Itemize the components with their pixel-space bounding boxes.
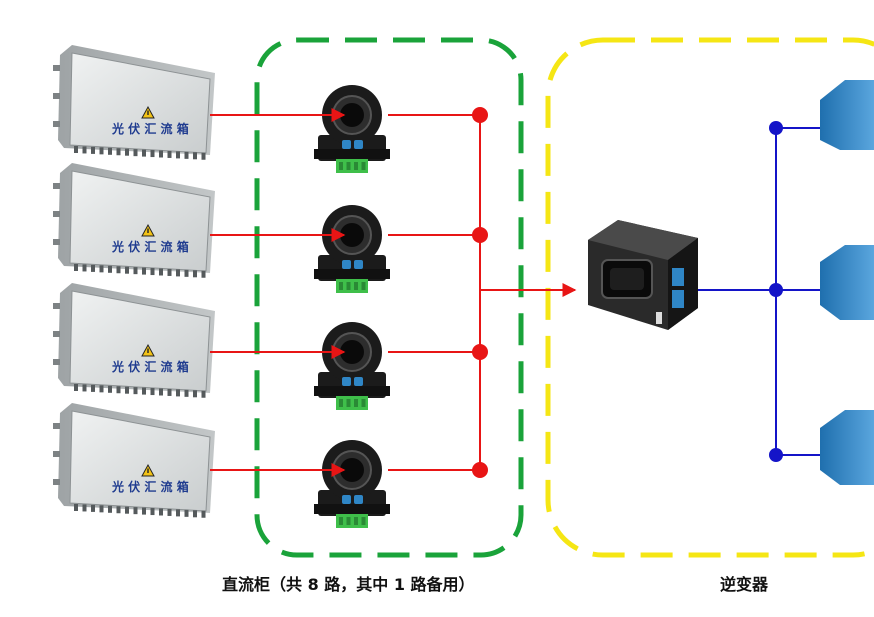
warning-triangle-icon — [141, 343, 155, 357]
inverter-current-sensor — [588, 220, 698, 330]
combiner-box-label: 光 伏 汇 流 箱 — [111, 239, 189, 254]
ac-junction-2 — [769, 283, 783, 297]
warning-triangle-icon — [141, 223, 155, 237]
ac-junction-1 — [769, 121, 783, 135]
combiner-box: 光 伏 汇 流 箱 — [53, 283, 215, 398]
dc-cabinet-caption: 直流柜（共 8 路，其中 1 路备用） — [222, 575, 475, 594]
dc-lines — [210, 107, 577, 478]
output-module-3 — [820, 410, 874, 485]
output-module-1 — [820, 80, 874, 150]
dc-junction — [472, 344, 488, 360]
combiner-box-label: 光 伏 汇 流 箱 — [111, 359, 189, 374]
combiner-box: 光 伏 汇 流 箱 — [53, 403, 215, 518]
combiner-box-group: 光 伏 汇 流 箱光 伏 汇 流 箱光 伏 汇 流 箱光 伏 汇 流 箱 — [53, 45, 215, 518]
dc-junction — [472, 227, 488, 243]
combiner-box-label: 光 伏 汇 流 箱 — [111, 479, 189, 494]
combiner-box: 光 伏 汇 流 箱 — [53, 163, 215, 278]
dc-cabinet-border — [254, 37, 524, 558]
inverter-caption: 逆变器 — [720, 575, 769, 594]
dc-junction — [472, 462, 488, 478]
dc-current-sensor — [314, 322, 390, 410]
current-sensor-group — [314, 85, 390, 528]
dc-junction — [472, 107, 488, 123]
output-module-2 — [820, 245, 874, 320]
combiner-box: 光 伏 汇 流 箱 — [53, 45, 215, 160]
dc-current-sensor — [314, 205, 390, 293]
combiner-box-label: 光 伏 汇 流 箱 — [111, 121, 189, 136]
ac-junction-3 — [769, 448, 783, 462]
dc-current-sensor — [314, 85, 390, 173]
warning-triangle-icon — [141, 105, 155, 119]
inverter-border — [545, 37, 874, 558]
dc-current-sensor — [314, 440, 390, 528]
warning-triangle-icon — [141, 463, 155, 477]
